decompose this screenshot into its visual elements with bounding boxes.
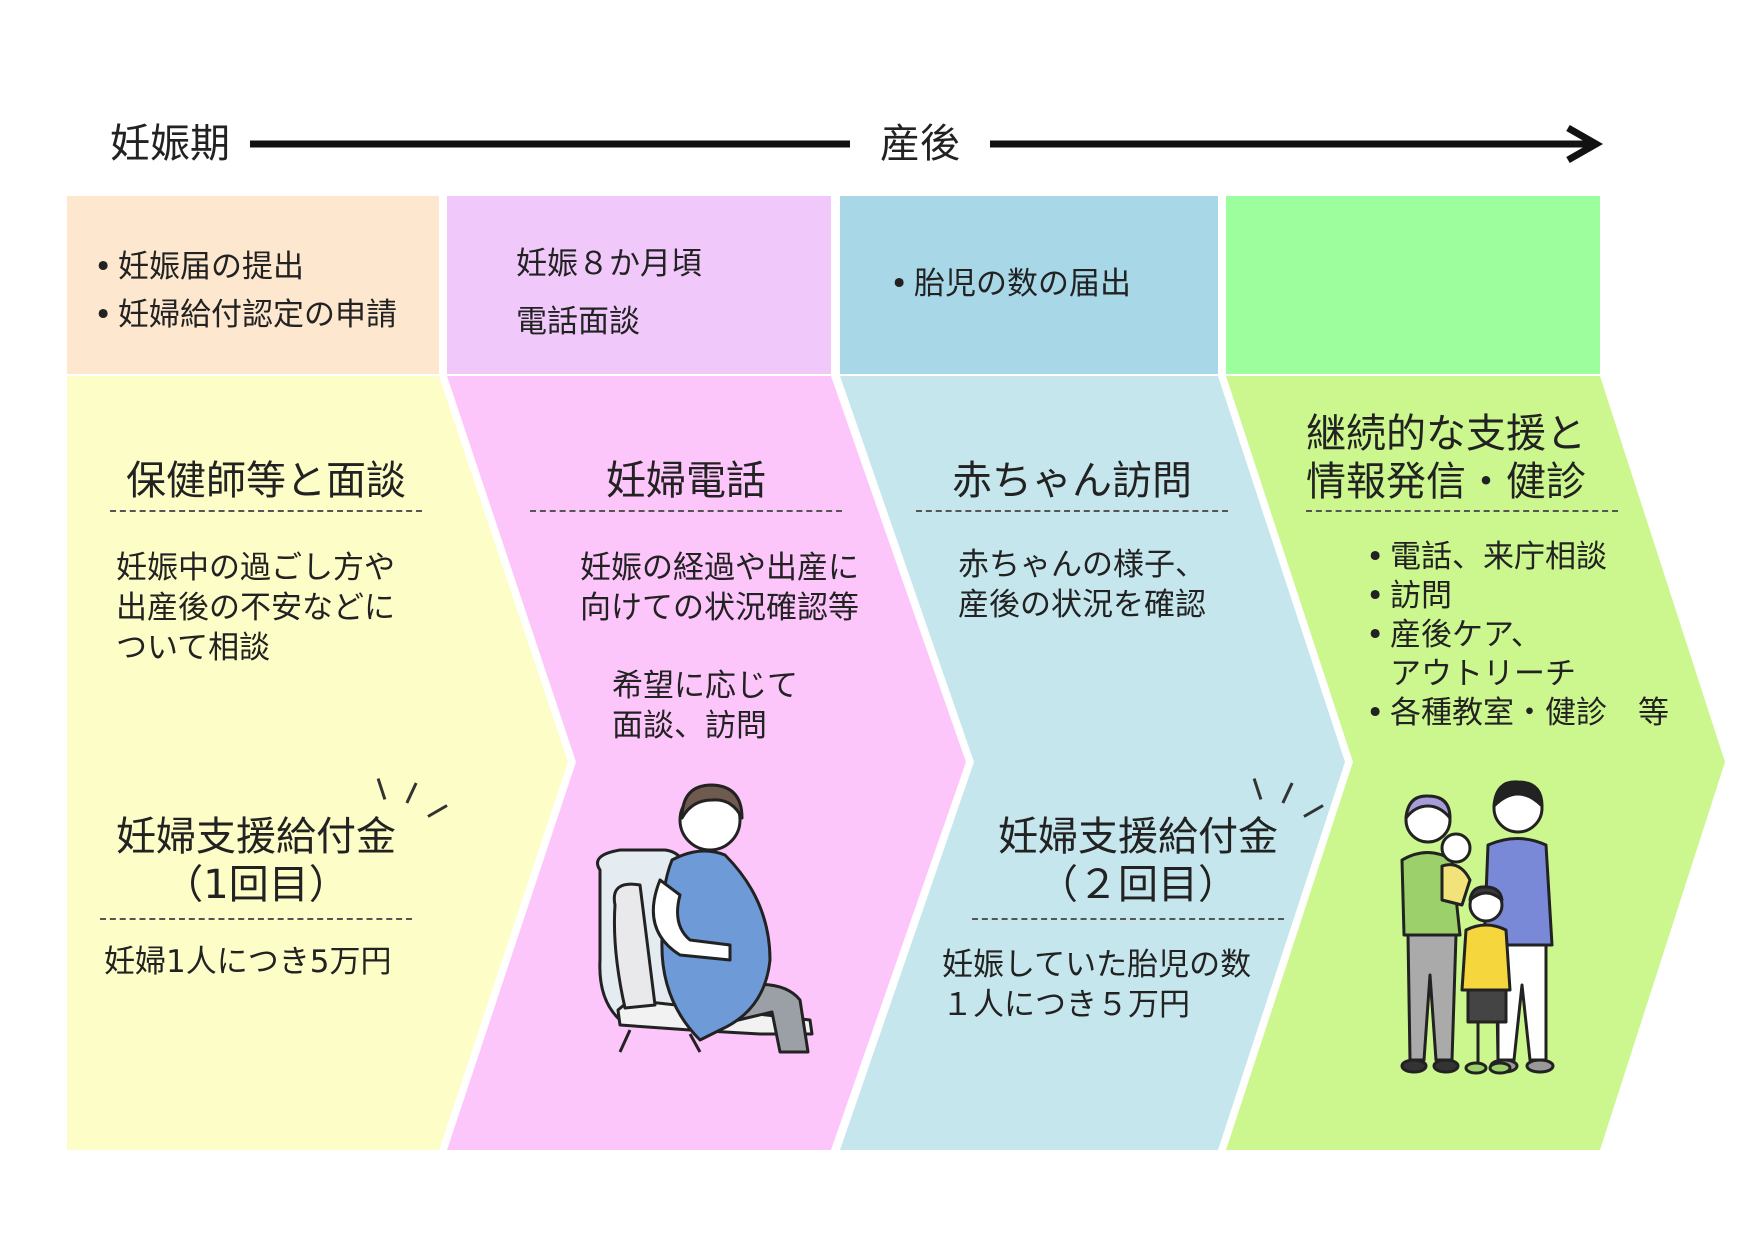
father-hair: [1492, 780, 1544, 808]
stage3-description: 赤ちゃんの様子、 産後の状況を確認: [958, 545, 1206, 625]
shoe: [1400, 1058, 1428, 1074]
stage1-top-item: 妊娠届の提出: [90, 243, 397, 291]
stage3-benefit-desc: 妊娠していた胎児の数 １人につき５万円: [942, 945, 1251, 1025]
stage1-benefit-title: 妊婦支援給付金 （1回目）: [100, 813, 412, 909]
description-line: 赤ちゃんの様子、: [958, 547, 1206, 583]
timeline-arrowhead: [1566, 124, 1604, 164]
stage4-item-continuation: アウトリーチ: [1390, 656, 1576, 692]
child-shorts: [1466, 988, 1508, 1024]
stage4-title-line: 情報発信・健診: [1306, 459, 1586, 505]
stage4-item: 訪問: [1362, 577, 1669, 616]
baby-body: [1440, 863, 1472, 907]
stage4-item: 産後ケア、: [1362, 616, 1669, 655]
stage4-title: 継続的な支援と 情報発信・健診: [1306, 410, 1586, 506]
family-illustration: [1400, 780, 1555, 1075]
benefit-title-line: （1回目）: [163, 862, 349, 908]
hair: [680, 783, 744, 820]
stage3-benefit-title: 妊婦支援給付金 （２回目）: [982, 813, 1294, 909]
chair-leg: [688, 1033, 702, 1053]
note-line: 希望に応じて: [612, 668, 798, 704]
benefit-title-line: 妊婦支援給付金: [998, 814, 1278, 860]
description-line: 向けての状況確認等: [580, 590, 859, 626]
stage2-title-rule: [530, 510, 842, 512]
stage4-item: 電話、来庁相談: [1362, 538, 1669, 577]
stage1-top-item: 妊婦給付認定の申請: [90, 291, 397, 339]
benefit-title-line: 妊婦支援給付金: [116, 814, 396, 860]
stage1-benefit-desc: 妊婦1人につき5万円: [104, 944, 392, 980]
benefit-title-line: （２回目）: [1038, 862, 1238, 908]
cushion: [612, 882, 657, 1010]
arm: [651, 878, 732, 962]
stage1-title: 保健師等と面談: [126, 458, 406, 504]
stage4-item-list: 電話、来庁相談 訪問 産後ケア、 アウトリーチ 各種教室・健診 等: [1362, 538, 1669, 733]
stage2-top-box: [447, 196, 831, 374]
stage2-title: 妊婦電話: [606, 458, 766, 504]
shoe: [1432, 1058, 1460, 1074]
stage2-note: 希望に応じて 面談、訪問: [612, 666, 798, 746]
mother-pants: [1406, 933, 1458, 1062]
child-hair: [1468, 885, 1504, 902]
stage3-chevron: [840, 376, 1345, 1150]
description-line: ついて相談: [116, 630, 271, 666]
stage2-top-line: 電話面談: [516, 304, 640, 340]
stage4-top-box: [1226, 196, 1600, 374]
stage4-item: 各種教室・健診 等: [1362, 694, 1669, 733]
timeline-mid-label: 産後: [880, 121, 960, 167]
chair-leg: [618, 1029, 632, 1053]
stage3-title: 赤ちゃん訪問: [952, 458, 1192, 504]
stage3-top-list: 胎児の数の届出: [886, 260, 1131, 308]
stage1-title-rule: [110, 510, 422, 512]
stage1-chevron: [67, 376, 568, 1150]
timeline-start-label: 妊娠期: [110, 121, 230, 167]
note-line: 面談、訪問: [612, 708, 767, 744]
stage3-benefit-rule: [972, 918, 1284, 920]
stage3-top-item: 胎児の数の届出: [886, 260, 1131, 308]
shoe: [1464, 1061, 1488, 1075]
stage2-chevron: [447, 376, 966, 1150]
father-shirt: [1482, 837, 1554, 947]
stage1-top-list: 妊娠届の提出 妊婦給付認定の申請: [90, 243, 397, 339]
shoe: [1488, 1061, 1512, 1075]
stage4-title-rule: [1306, 510, 1618, 512]
baby-head: [1440, 832, 1472, 864]
shoe: [1525, 1058, 1555, 1074]
stage1-description: 妊娠中の過ごし方や 出産後の不安などに ついて相談: [116, 548, 395, 668]
description-line: 妊娠の経過や出産に: [580, 550, 859, 586]
child-hoodie: [1460, 923, 1512, 992]
benefit-desc-line: １人につき５万円: [942, 987, 1190, 1023]
mother-hair: [1404, 794, 1452, 820]
description-line: 妊娠中の過ごし方や: [116, 550, 395, 586]
description-line: 出産後の不安などに: [116, 590, 395, 626]
description-line: 産後の状況を確認: [958, 587, 1206, 623]
benefit-desc-line: 妊娠していた胎児の数: [942, 947, 1252, 983]
stage4-title-line: 継続的な支援と: [1306, 411, 1586, 457]
stage2-top-line: 妊娠８か月頃: [516, 246, 702, 282]
stage2-description: 妊娠の経過や出産に 向けての状況確認等: [580, 548, 859, 628]
stage1-benefit-rule: [100, 918, 412, 920]
pregnant-woman-illustration: [596, 783, 814, 1054]
stage3-title-rule: [916, 510, 1228, 512]
